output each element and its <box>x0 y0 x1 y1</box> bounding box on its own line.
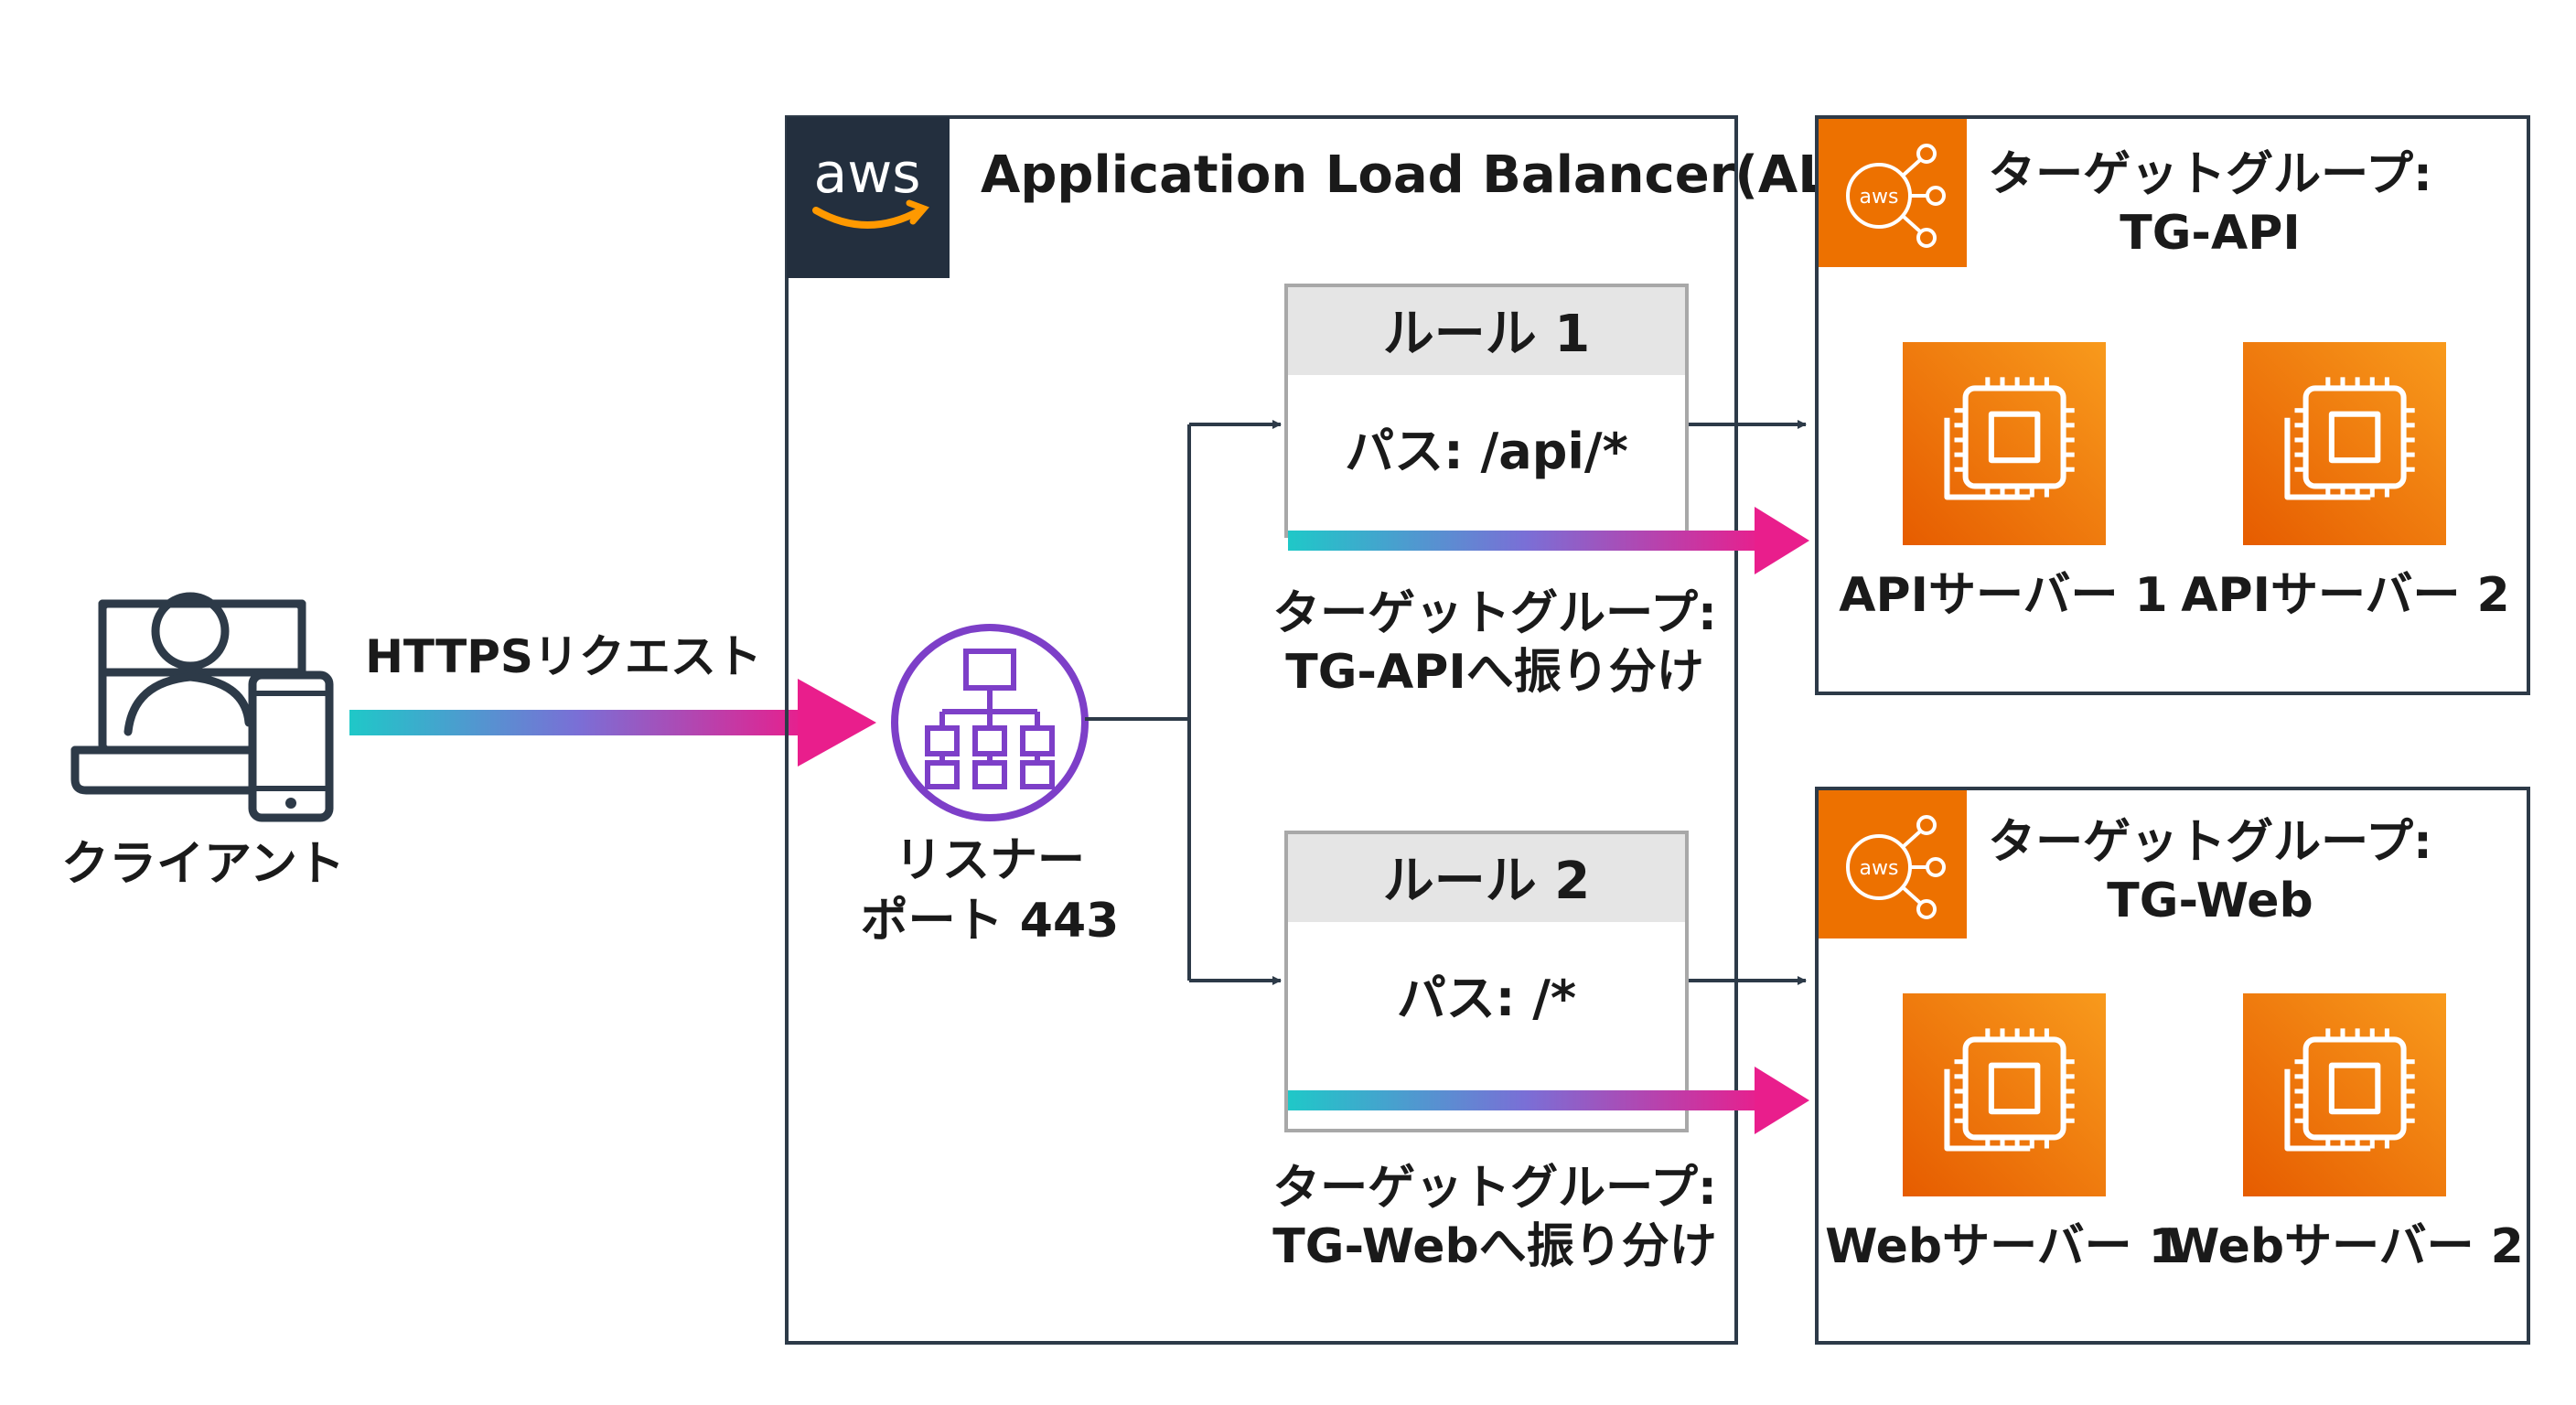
rule-1-card <box>1284 284 1689 538</box>
listener-rule-connector <box>1085 420 1282 985</box>
rule-1-forward-arrow-head <box>1755 507 1809 574</box>
api-server-1-icon <box>1903 342 2106 545</box>
rule-1-forward-line1: ターゲットグループ: <box>1272 586 1717 641</box>
rule-1-path: パス: /api/* <box>1345 423 1628 480</box>
web-server-1-label: Webサーバー 1 <box>1825 1219 2182 1274</box>
alb-container <box>785 115 1738 1345</box>
target-group-api-icon <box>1819 119 1967 267</box>
aws-smile-arrow-icon <box>906 199 929 225</box>
target-group-api-container <box>1815 115 2530 695</box>
rule-2-header: ルール 2 <box>1383 852 1590 911</box>
rule-1-forward-arrow-shaft <box>1288 531 1764 551</box>
target-group-api-title: ターゲットグループ: <box>1988 147 2432 202</box>
target-group-api-name: TG-API <box>2120 206 2300 261</box>
rule-1-forward-line2: TG-APIへ振り分け <box>1285 645 1703 700</box>
aws-logo-text: aws <box>813 142 920 206</box>
rule-1-header: ルール 1 <box>1383 305 1590 364</box>
https-request-arrow-shaft <box>349 710 807 735</box>
https-request-arrow-head <box>798 679 876 767</box>
rule-2-forward-arrow-head <box>1755 1067 1809 1134</box>
aws-logo-badge <box>787 117 950 278</box>
api-server-1-label: APIサーバー 1 <box>1839 568 2167 623</box>
web-server-2-label: Webサーバー 2 <box>2167 1219 2524 1274</box>
web-server-2-icon <box>2243 993 2446 1196</box>
https-request-label: HTTPSリクエスト <box>365 630 762 683</box>
rule-2-card <box>1284 831 1689 1132</box>
rule-2-forward-line1: ターゲットグループ: <box>1272 1161 1717 1216</box>
target-group-web-name: TG-Web <box>2107 874 2313 928</box>
web-server-1-icon <box>1903 993 2106 1196</box>
target-group-web-title: ターゲットグループ: <box>1988 815 2432 870</box>
smartphone-icon <box>248 670 334 822</box>
target-group-web-icon <box>1819 790 1967 938</box>
rule-2-forward-arrow-shaft <box>1288 1090 1764 1110</box>
listener-label: リスナー <box>895 833 1085 888</box>
api-server-2-label: APIサーバー 2 <box>2181 568 2509 623</box>
hierarchy-icon <box>925 649 1055 789</box>
alb-title: Application Load Balancer(ALB) <box>981 145 1893 205</box>
aws-smile-icon <box>812 207 924 229</box>
api-server-2-icon <box>2243 342 2446 545</box>
rule-2-path: パス: /* <box>1397 970 1576 1027</box>
listener-port-label: ポート 443 <box>861 894 1120 949</box>
target-group-web-container <box>1815 787 2530 1345</box>
rule-2-forward-line2: TG-Webへ振り分け <box>1272 1219 1716 1274</box>
client-label: クライアント <box>61 837 345 892</box>
